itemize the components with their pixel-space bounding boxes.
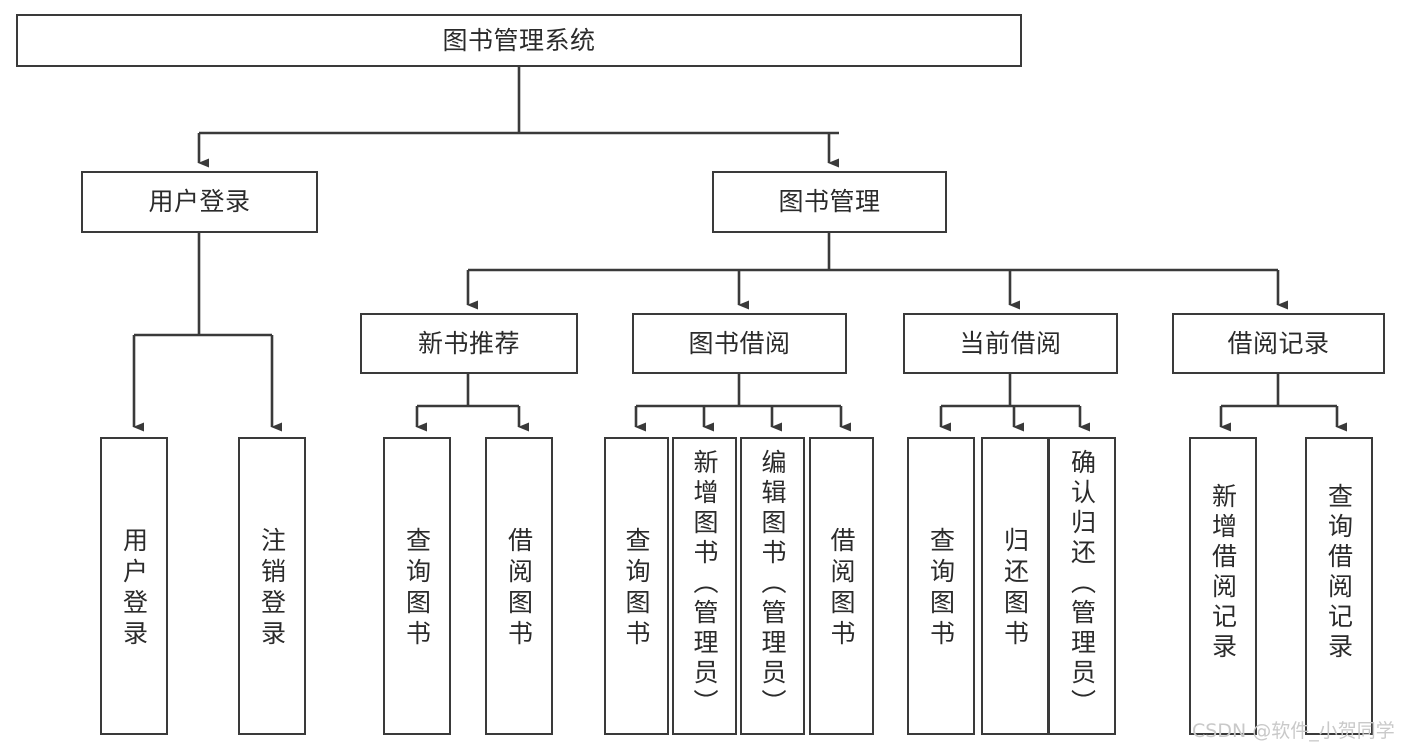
leaf-confirm-return-admin[interactable]: 确认归还（管理员） bbox=[1048, 437, 1116, 735]
leaf-add-book-admin[interactable]: 新增图书（管理员） bbox=[672, 437, 737, 735]
node-label: 查询图书 bbox=[622, 527, 651, 651]
leaf-query-borrow-record[interactable]: 查询借阅记录 bbox=[1305, 437, 1373, 735]
node-label: 查询图书 bbox=[926, 527, 956, 651]
node-label: 用户登录 bbox=[119, 527, 149, 651]
node-label: 确认归还（管理员） bbox=[1067, 449, 1097, 719]
node-label: 注销登录 bbox=[257, 527, 287, 651]
leaf-borrow-book[interactable]: 借阅图书 bbox=[809, 437, 874, 735]
node-label: 新书推荐 bbox=[417, 328, 520, 358]
leaf-query-book-current[interactable]: 查询图书 bbox=[907, 437, 975, 735]
node-label: 图书借阅 bbox=[688, 328, 791, 358]
node-label: 用户登录 bbox=[148, 187, 251, 216]
leaf-user-login[interactable]: 用户登录 bbox=[100, 437, 168, 735]
node-root-system[interactable]: 图书管理系统 bbox=[16, 14, 1022, 67]
leaf-return-book[interactable]: 归还图书 bbox=[981, 437, 1049, 735]
node-label: 图书管理系统 bbox=[442, 25, 596, 55]
node-borrow-record[interactable]: 借阅记录 bbox=[1172, 313, 1385, 374]
node-label: 编辑图书（管理员） bbox=[758, 449, 787, 719]
leaf-query-book-recommend[interactable]: 查询图书 bbox=[383, 437, 451, 735]
node-label: 归还图书 bbox=[1000, 527, 1030, 651]
node-book-management[interactable]: 图书管理 bbox=[712, 171, 947, 233]
node-label: 借阅图书 bbox=[827, 527, 856, 651]
node-user-login[interactable]: 用户登录 bbox=[81, 171, 318, 233]
node-book-borrow[interactable]: 图书借阅 bbox=[632, 313, 847, 374]
node-label: 新增图书（管理员） bbox=[690, 449, 719, 719]
node-label: 当前借阅 bbox=[959, 328, 1062, 358]
node-label: 查询图书 bbox=[402, 527, 432, 651]
leaf-add-borrow-record[interactable]: 新增借阅记录 bbox=[1189, 437, 1257, 735]
leaf-query-book-borrow[interactable]: 查询图书 bbox=[604, 437, 669, 735]
node-label: 图书管理 bbox=[778, 187, 881, 216]
leaf-borrow-book-recommend[interactable]: 借阅图书 bbox=[485, 437, 553, 735]
node-label: 新增借阅记录 bbox=[1208, 483, 1238, 663]
node-current-borrow[interactable]: 当前借阅 bbox=[903, 313, 1118, 374]
node-label: 借阅图书 bbox=[504, 527, 534, 651]
leaf-edit-book-admin[interactable]: 编辑图书（管理员） bbox=[740, 437, 805, 735]
csdn-watermark: CSDN @软件_小贺同学 bbox=[1192, 720, 1395, 742]
node-label: 借阅记录 bbox=[1227, 328, 1330, 358]
node-label: 查询借阅记录 bbox=[1324, 483, 1354, 663]
node-new-book-recommend[interactable]: 新书推荐 bbox=[360, 313, 578, 374]
leaf-logout-login[interactable]: 注销登录 bbox=[238, 437, 306, 735]
